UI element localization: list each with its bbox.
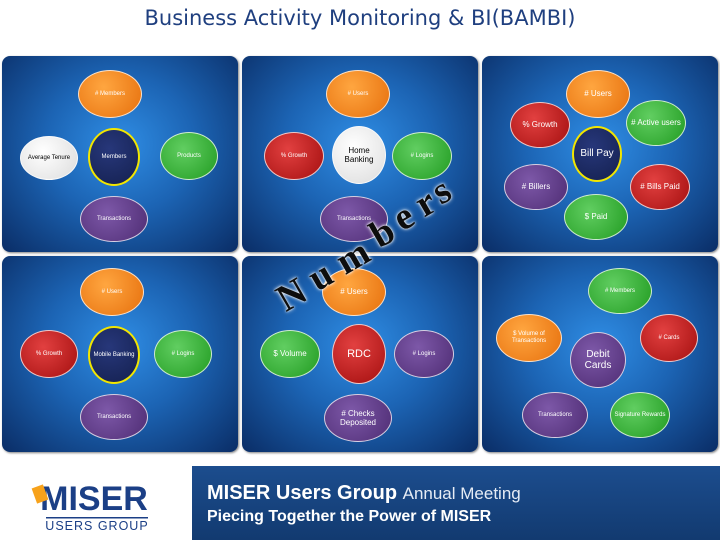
node-billpay-bottom: $ Paid — [564, 194, 628, 240]
logo-name: MISER — [40, 480, 148, 518]
node-rdc-center: RDC — [332, 324, 386, 384]
node-homebanking-left: % Growth — [264, 132, 324, 180]
node-rdc-bottom: # Checks Deposited — [324, 394, 392, 442]
slide-title: Business Activity Monitoring & BI(BAMBI) — [144, 6, 576, 30]
node-homebanking-top: # Users — [326, 70, 390, 118]
node-rdc-right: # Logins — [394, 330, 454, 378]
node-debit-center: Debit Cards — [570, 332, 626, 388]
node-debit-top: # Members — [588, 268, 652, 314]
logo-sub: USERS GROUP — [45, 519, 148, 533]
node-mobile-top: # Users — [80, 268, 144, 316]
node-mobile-left: % Growth — [20, 330, 78, 378]
node-homebanking-right: # Logins — [392, 132, 452, 180]
node-billpay-center: Bill Pay — [572, 126, 622, 182]
node-mobile-center: Mobile Banking — [88, 326, 140, 384]
node-members-right: Products — [160, 132, 218, 180]
node-debit-right: # Cards — [640, 314, 698, 362]
node-rdc-top: # Users — [322, 268, 386, 316]
node-billpay-left-top: % Growth — [510, 102, 570, 148]
node-debit-bottom-left: Transactions — [522, 392, 588, 438]
node-members-bottom: Transactions — [80, 196, 148, 242]
node-members-top: # Members — [78, 70, 142, 118]
node-mobile-right: # Logins — [154, 330, 212, 378]
node-members-left: Average Tenure — [20, 136, 78, 180]
banner-subtitle: Piecing Together the Power of MISER — [207, 508, 492, 525]
node-billpay-left: # Billers — [504, 164, 568, 210]
node-members-center: Members — [88, 128, 140, 186]
node-homebanking-bottom: Transactions — [320, 196, 388, 242]
miser-logo: MISER USERS GROUP — [31, 480, 148, 533]
node-billpay-right-top: # Active users — [626, 100, 686, 146]
banner-title-light: Annual Meeting — [402, 484, 521, 503]
banner-title: MISER Users Group Annual Meeting — [207, 482, 521, 505]
banner-title-bold: MISER Users Group — [207, 482, 398, 504]
node-billpay-right: # Bills Paid — [630, 164, 690, 210]
node-debit-left: $ Volume of Transactions — [496, 314, 562, 362]
node-mobile-bottom: Transactions — [80, 394, 148, 440]
node-rdc-left: $ Volume — [260, 330, 320, 378]
node-homebanking-center: Home Banking — [332, 126, 386, 184]
node-billpay-top: # Users — [566, 70, 630, 118]
node-debit-bottom-right: Signature Rewards — [610, 392, 670, 438]
footer-banner — [192, 466, 720, 540]
